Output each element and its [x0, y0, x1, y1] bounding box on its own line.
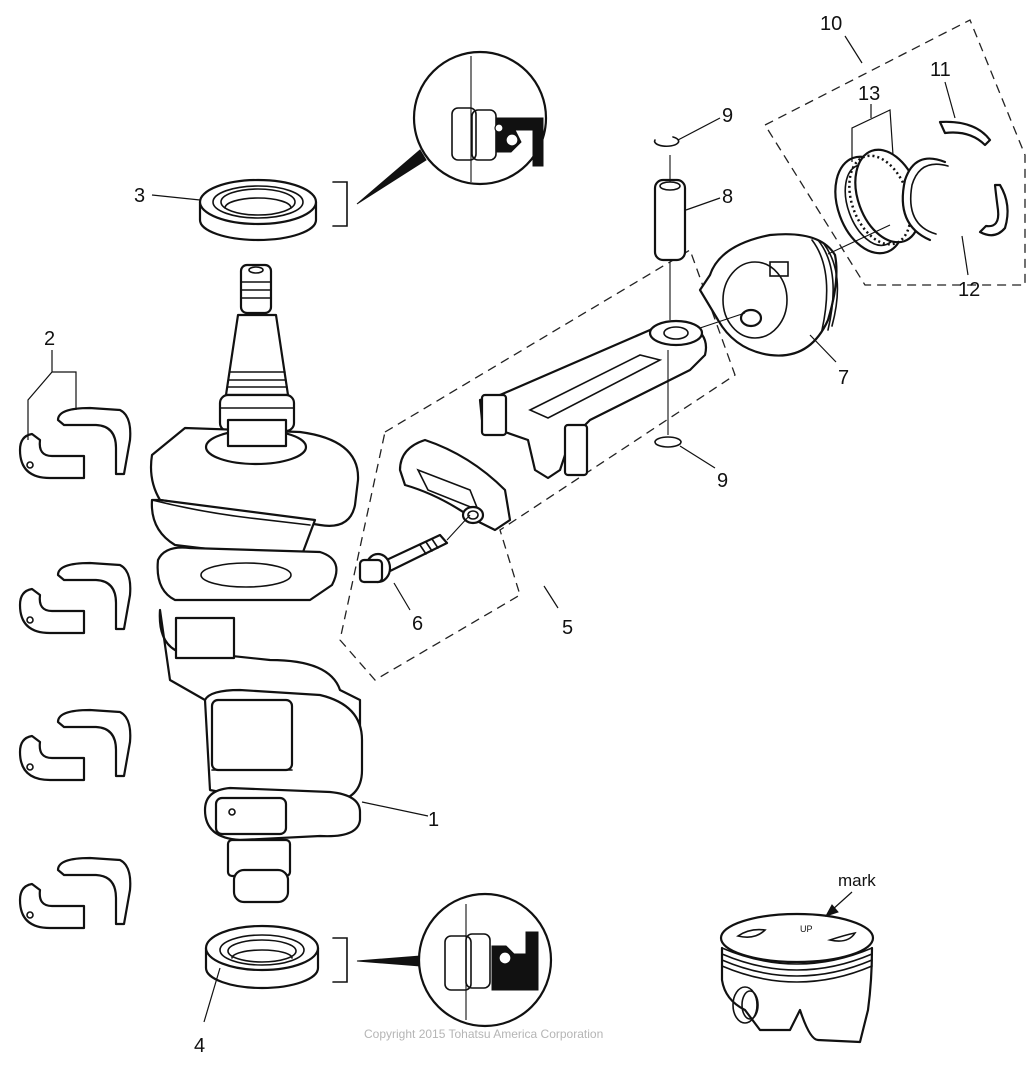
callout-8: 8: [722, 186, 733, 208]
leader-3: [151, 194, 201, 201]
upper-oil-seal: [198, 178, 318, 242]
leader-11: [944, 81, 956, 119]
callout-10: 10: [820, 13, 842, 35]
leader-9a: [677, 117, 721, 141]
leader-5: [543, 585, 559, 609]
callout-2: 2: [44, 328, 55, 350]
top-ring-11: [938, 120, 1009, 237]
connecting-rod-cap: [398, 438, 512, 532]
callout-12: 12: [958, 279, 980, 301]
leader-9b: [679, 445, 716, 469]
leader-6: [393, 582, 411, 611]
piston-up-text: UP: [800, 924, 813, 934]
main-bearing-pair-1: [18, 406, 132, 480]
lower-detail-pointer: [356, 955, 421, 967]
connecting-rod-bolt: [358, 514, 471, 584]
lower-seal-bracket: [332, 937, 348, 983]
piston-pin: [653, 155, 687, 320]
group-boundary-ring-set: [764, 19, 1026, 286]
callout-5: 5: [562, 617, 573, 639]
group-boundary-rod-assembly: [339, 249, 736, 681]
upper-seal-bracket: [332, 181, 348, 227]
leader-12: [961, 235, 969, 276]
upper-detail-pointer: [356, 149, 427, 205]
lower-oil-seal: [204, 924, 320, 990]
main-bearing-pair-2: [18, 561, 132, 635]
leader-1: [361, 801, 429, 817]
piston: [698, 233, 839, 357]
leader-7: [809, 334, 837, 363]
second-ring-12: [901, 157, 949, 242]
leader-13: [851, 104, 894, 162]
oil-ring-13: [827, 148, 922, 255]
piston-up-mark-detail: UP: [719, 891, 875, 1044]
upper-seal-detail-inset: [412, 50, 548, 186]
leader-4: [203, 967, 221, 1023]
callout-3: 3: [134, 185, 145, 207]
main-bearing-pair-3: [18, 708, 132, 782]
main-bearing-pair-4: [18, 856, 132, 930]
callout-9-lower: 9: [717, 470, 728, 492]
piston-pin-clip-upper: [653, 136, 680, 148]
callout-11: 11: [930, 59, 951, 81]
connecting-rod: [478, 319, 708, 480]
callout-4: 4: [194, 1035, 205, 1057]
leader-2: [27, 350, 77, 440]
copyright-watermark: Copyright 2015 Tohatsu America Corporati…: [364, 1027, 603, 1041]
lower-seal-detail-inset: [417, 892, 553, 1028]
callout-9-upper: 9: [722, 105, 733, 127]
piston-pin-clip-lower: [654, 350, 682, 448]
callout-7: 7: [838, 367, 849, 389]
mark-label: mark: [838, 871, 876, 890]
callout-6: 6: [412, 613, 423, 635]
callout-1: 1: [428, 809, 439, 831]
leader-10: [844, 35, 863, 64]
callout-13: 13: [858, 83, 880, 105]
crankshaft: [149, 263, 364, 904]
leader-8: [685, 197, 721, 211]
